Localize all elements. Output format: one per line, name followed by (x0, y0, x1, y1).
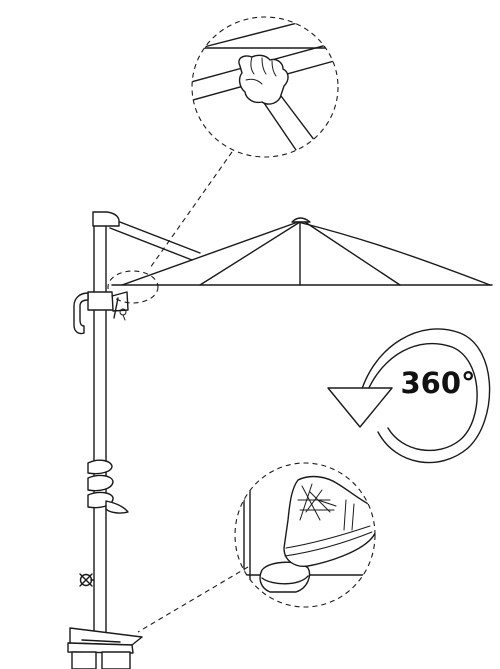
cantilever-umbrella (67, 211, 493, 669)
hand-crank-detail (191, 16, 339, 158)
rotation-label: 360° (400, 366, 475, 400)
canopy (111, 217, 493, 286)
callout-leaders (107, 151, 249, 633)
foot-pedal-detail (234, 462, 376, 608)
shoe-icon (283, 475, 375, 567)
rotation-indicator: 360° (327, 328, 491, 464)
rotation-arrow-icon (327, 387, 393, 428)
locking-knob-icon (79, 573, 95, 587)
pole (92, 211, 120, 634)
spring-collar (87, 459, 129, 514)
cross-base (67, 627, 143, 669)
crank-handle (73, 291, 129, 335)
hand-icon (238, 54, 289, 105)
